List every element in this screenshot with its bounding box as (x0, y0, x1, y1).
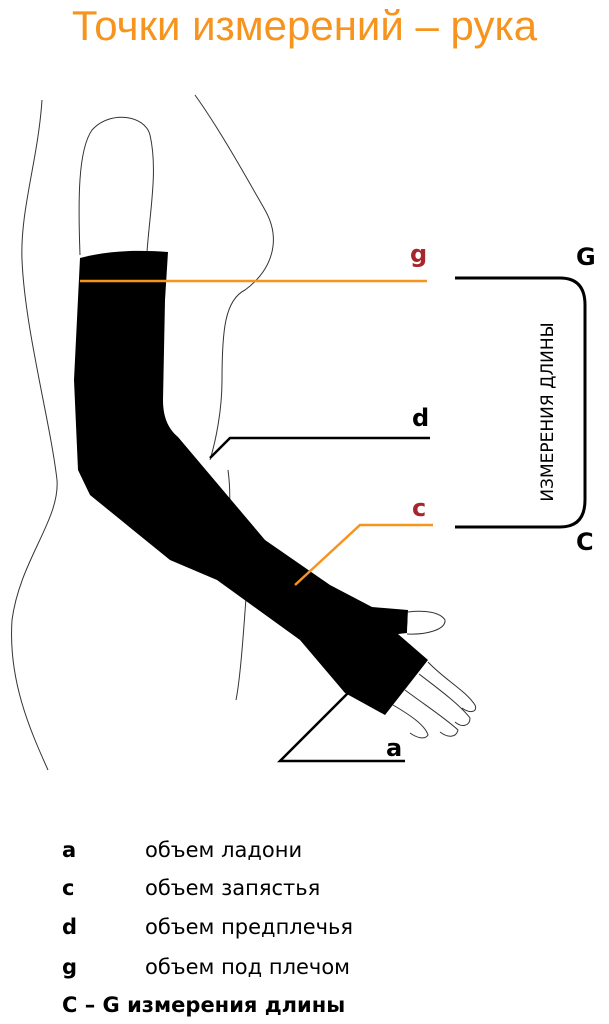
hand-outline (392, 610, 477, 739)
bracket-text: ИЗМЕРЕНИЯ ДЛИНЫ (538, 322, 558, 501)
label-a: a (386, 734, 402, 762)
label-C: C (576, 528, 594, 556)
label-c: c (412, 494, 426, 522)
legend-key: g (62, 955, 78, 979)
c-measure-line (294, 523, 433, 586)
legend-key: c (62, 876, 75, 900)
legend-text: объем предплечья (145, 915, 354, 939)
legend-text: объем под плечом (145, 955, 351, 979)
label-g: g (410, 240, 427, 268)
length-bracket (455, 276, 587, 529)
label-G: G (576, 243, 596, 271)
d-measure-line (209, 436, 430, 459)
legend-key: d (62, 915, 78, 939)
page-title: Точки измерений – рука (71, 2, 538, 49)
legend-key: a (62, 838, 77, 862)
label-d: d (412, 404, 429, 432)
compression-sleeve (74, 250, 428, 715)
legend-text: объем ладони (145, 838, 303, 862)
legend-summary: C – G измерения длины (62, 993, 346, 1017)
legend-text: объем запястья (145, 876, 321, 900)
body-outline (11, 94, 274, 771)
a-measure-line (276, 692, 405, 763)
